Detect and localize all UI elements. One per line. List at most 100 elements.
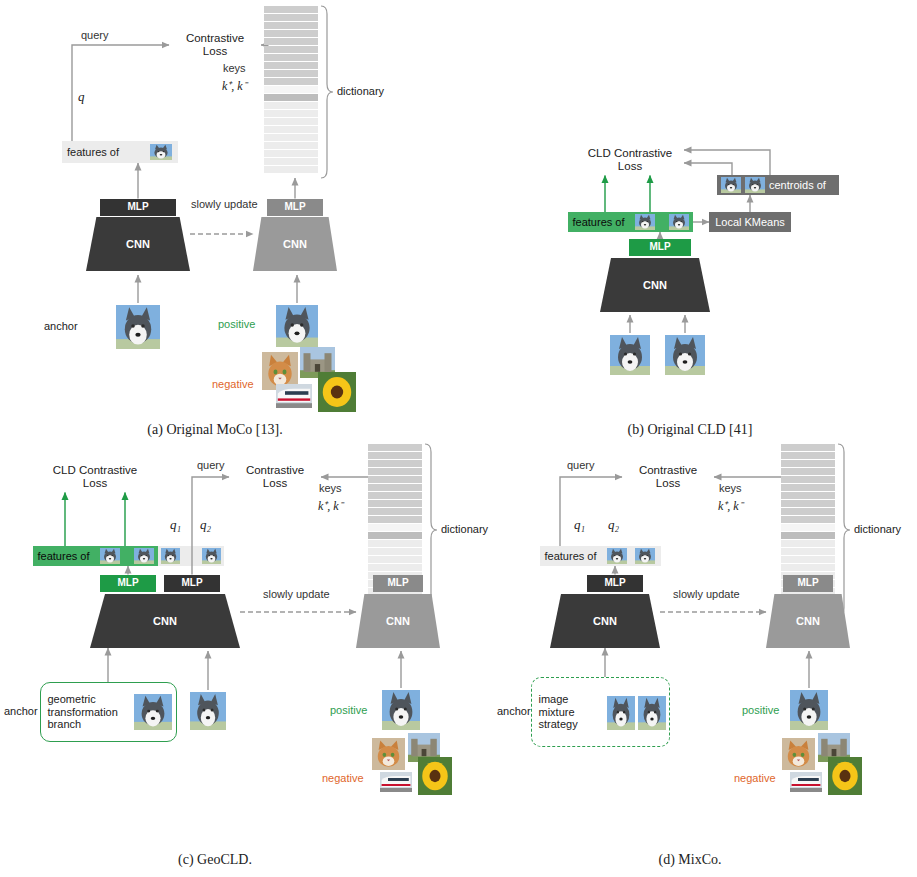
key-symbols: k⁺, k⁻ bbox=[222, 80, 247, 94]
edge-label: query bbox=[196, 459, 226, 472]
box-text: centroids of bbox=[769, 179, 826, 192]
queue-entry bbox=[781, 500, 835, 507]
positive-label: positive bbox=[742, 704, 779, 717]
queue-entry bbox=[264, 126, 318, 133]
mixture-box: image mixture strategy bbox=[531, 677, 670, 747]
flow-arrow bbox=[684, 150, 770, 175]
grey-box: Local KMeans bbox=[709, 212, 791, 232]
negative-label: negative bbox=[734, 772, 776, 785]
cnn-encoder: CNN bbox=[86, 217, 190, 271]
flow-arrow bbox=[127, 566, 128, 575]
negative-image bbox=[790, 772, 822, 792]
input-image bbox=[665, 335, 705, 375]
negative-image bbox=[372, 738, 405, 770]
flow-arrow bbox=[294, 178, 295, 199]
queue-entry bbox=[781, 516, 835, 523]
queue-entry bbox=[781, 540, 835, 547]
loss-node: Contrastive Loss bbox=[229, 462, 321, 493]
edge-label: slowly update bbox=[672, 588, 741, 601]
queue-entry bbox=[264, 78, 318, 85]
feature-box-green: features of bbox=[33, 546, 158, 566]
input-arrow bbox=[137, 275, 138, 303]
query-symbol: q bbox=[78, 90, 85, 105]
anchor-image bbox=[116, 305, 160, 349]
loss-node: CLD Contrastive Loss bbox=[41, 462, 149, 493]
cnn-text: CNN bbox=[643, 279, 667, 292]
mlp-block-green: MLP bbox=[629, 239, 691, 256]
mlp-block: MLP bbox=[100, 199, 176, 216]
branch-text: geometric transformation branch bbox=[48, 693, 126, 731]
curly-brace bbox=[321, 6, 333, 178]
positive-image bbox=[382, 690, 420, 730]
negative-image bbox=[276, 384, 312, 408]
queue-entry bbox=[368, 452, 422, 459]
queue-entry bbox=[781, 444, 835, 451]
cnn-encoder-momentum: CNN bbox=[766, 594, 850, 648]
queue-stack bbox=[264, 6, 338, 178]
curly-brace bbox=[425, 444, 437, 616]
thumbnail-image bbox=[100, 548, 120, 564]
queue-entry bbox=[264, 30, 318, 37]
flow-arrow bbox=[693, 221, 710, 222]
queue-entry bbox=[781, 468, 835, 475]
flow-arrow bbox=[604, 176, 605, 213]
cnn-text: CNN bbox=[593, 615, 617, 628]
thumbnail-picture bbox=[669, 214, 689, 230]
input-arrow bbox=[207, 651, 208, 690]
thumbnail-picture bbox=[100, 548, 120, 564]
positive-label: positive bbox=[330, 704, 367, 717]
queue-entry bbox=[264, 94, 318, 101]
thumbnail-image bbox=[635, 548, 655, 564]
flow-arrow bbox=[261, 44, 264, 45]
trapezoid-fill bbox=[550, 594, 660, 648]
thumbnail-image bbox=[150, 144, 172, 160]
negative-label: negative bbox=[322, 772, 364, 785]
thumbnail-picture bbox=[134, 694, 172, 730]
trapezoid-fill bbox=[600, 258, 710, 312]
queue-entry bbox=[264, 134, 318, 141]
query-feature-image bbox=[202, 548, 221, 564]
edge-label: slowly update bbox=[262, 588, 331, 601]
thumbnail-image bbox=[635, 214, 655, 230]
queue-entry bbox=[264, 102, 318, 109]
dictionary-label: dictionary bbox=[854, 523, 901, 536]
cnn-encoder-momentum: CNN bbox=[356, 594, 440, 648]
key-symbols: k⁺, k⁻ bbox=[318, 500, 343, 514]
trapezoid-fill bbox=[90, 594, 240, 648]
flow-arrow bbox=[604, 648, 605, 677]
flow-arrow bbox=[714, 476, 781, 477]
negative-label: negative bbox=[212, 378, 254, 391]
grey-box: centroids of bbox=[717, 175, 839, 195]
mlp-block-green: MLP bbox=[100, 575, 156, 592]
geometric-branch-box: geometric transformation branch bbox=[40, 682, 177, 742]
input-arrow bbox=[808, 651, 809, 688]
edge-label: query bbox=[80, 29, 110, 42]
query-symbol: q₁ bbox=[170, 518, 181, 533]
queue-entry bbox=[264, 62, 318, 69]
feature-text: features of bbox=[67, 146, 119, 159]
subfigure-caption: (a) Original MoCo [13]. bbox=[147, 422, 282, 438]
anchor-label: anchor bbox=[4, 705, 38, 718]
trapezoid-fill bbox=[766, 594, 850, 648]
queue-entry bbox=[368, 476, 422, 483]
queue-entry bbox=[781, 476, 835, 483]
feature-box: features of bbox=[62, 141, 178, 163]
queue-entry bbox=[264, 14, 318, 21]
edge-label: keys bbox=[718, 482, 743, 495]
flow-arrow bbox=[749, 195, 750, 212]
mlp-text: MLP bbox=[181, 577, 202, 589]
query-symbol: q₂ bbox=[608, 518, 619, 533]
momentum-update-arrow bbox=[190, 233, 253, 234]
queue-entry bbox=[781, 508, 835, 515]
thumbnail-image bbox=[745, 177, 765, 193]
flow-arrow bbox=[321, 476, 368, 477]
thumbnail-picture bbox=[745, 177, 765, 193]
flow-arrow bbox=[192, 477, 229, 575]
key-symbols: k⁺, k⁻ bbox=[718, 500, 743, 514]
queue-entry bbox=[264, 110, 318, 117]
input-arrow bbox=[296, 275, 297, 303]
loss-text: Contrastive Loss bbox=[235, 464, 315, 490]
input-image bbox=[610, 335, 650, 375]
box-text: Local KMeans bbox=[715, 216, 785, 229]
